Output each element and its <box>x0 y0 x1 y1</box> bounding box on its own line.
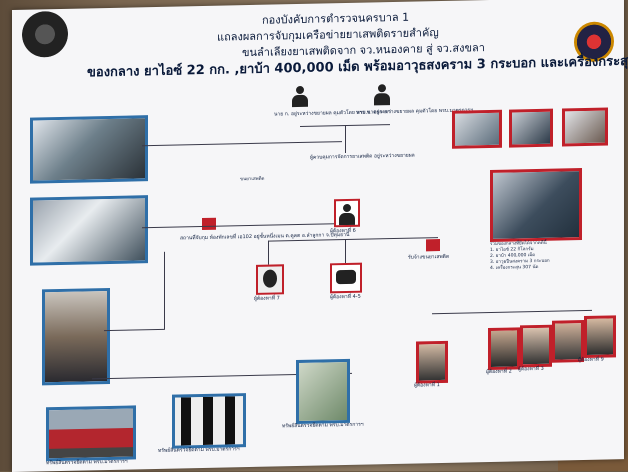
suspect-7-label: ผู้ต้องหาที่ 7 <box>254 295 280 302</box>
boss-a-silhouette-icon <box>292 85 308 108</box>
suspect-6-label: ผู้ต้องหาที่ 6 <box>330 227 356 235</box>
asset-phones-label: ทรัพย์สินตรวจยึดตาม พรบ.มาตรการฯ <box>158 446 240 454</box>
photo-drugs-3 <box>562 107 608 147</box>
suspect-9-photo <box>584 315 616 359</box>
photo-seized-phones <box>172 393 246 449</box>
photo-seized-car <box>46 405 136 462</box>
photo-drug-bags <box>30 195 148 266</box>
photo-seized-cash <box>296 358 350 425</box>
suspect-7-photo <box>256 264 284 295</box>
money-note: ขนยาเสพติด <box>240 176 265 183</box>
photo-arrest-scene <box>42 287 110 386</box>
suspect-6-photo <box>334 198 360 228</box>
photo-freezer-evidence <box>30 115 148 184</box>
group-label: ผู้ต้องหาที่ 4-5 <box>330 293 361 301</box>
house-icon-2 <box>426 239 440 252</box>
bail-note: รับจ้างขนยาเสพติด <box>408 253 450 261</box>
suspect-3-photo <box>520 324 552 368</box>
suspect-3-label: ผู้ต้องหาที่ 3 <box>518 365 544 373</box>
suspect-2-photo <box>488 327 520 371</box>
suspect-9-label: ผู้ต้องหาที่ 9 <box>578 356 604 364</box>
asset-car-label: ทรัพย์สินตรวจยึดตาม พรบ.มาตรการฯ <box>46 458 128 467</box>
boss-b-silhouette-icon <box>374 84 390 106</box>
group-silhouette-icon <box>330 262 362 294</box>
suspect-1-label: ผู้ต้องหาที่ 1 <box>414 382 440 389</box>
ring-leader-label: ผู้ควบคุมการจัดการยาเสพติด อยู่ระหว่างขย… <box>310 152 415 161</box>
evidence-table: รวมของกลางที่ยึดได้จากคดีนี้ 1. ยาไอซ์ 2… <box>490 240 582 272</box>
police-seal-left-icon <box>22 10 68 58</box>
presentation-board: กองบังคับการตำรวจนครบาล 1 แถลงผลการจับกุ… <box>12 0 628 472</box>
photo-weapons-table <box>490 168 582 242</box>
photo-drugs-1 <box>452 109 502 149</box>
evidence-row: 4. เครื่องกระสุน 307 นัด <box>490 264 539 271</box>
location-label: สถานที่จับกุม ห้องพักเลขที่ เอ102 อยู่ชั… <box>180 231 350 242</box>
photo-drugs-2 <box>509 108 553 148</box>
asset-cash-label: ทรัพย์สินตรวจยึดตาม พรบ.มาตรการฯ <box>282 421 364 430</box>
house-icon <box>202 217 216 231</box>
suspect-1-photo <box>416 340 448 384</box>
suspect-2-label: ผู้ต้องหาที่ 2 <box>486 368 512 376</box>
